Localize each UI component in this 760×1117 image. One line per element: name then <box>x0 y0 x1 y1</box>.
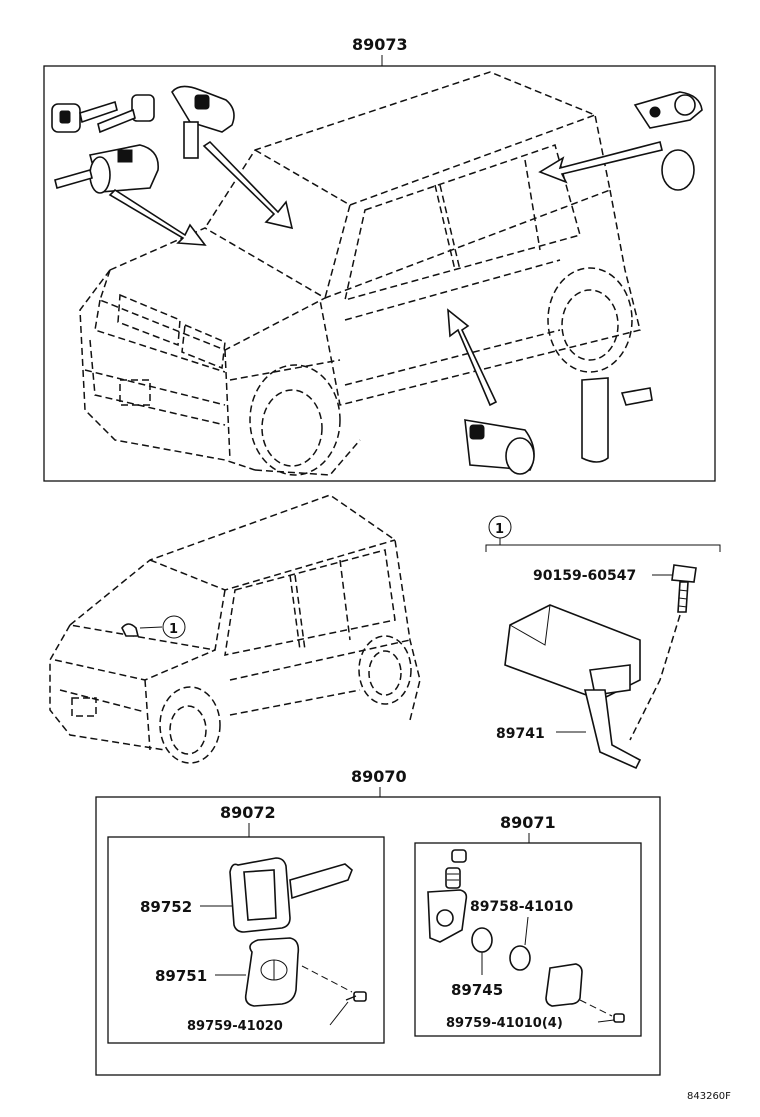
label-cyl-part[interactable]: 89758-41010 <box>470 899 573 915</box>
label-89070[interactable]: 89070 <box>351 767 407 786</box>
ref-marker-ecu-label: 1 <box>495 522 504 537</box>
frame-89071 <box>414 842 642 1037</box>
lock-cylinder-icon <box>427 849 468 943</box>
o-ring-icon <box>509 945 531 971</box>
frame-89073 <box>43 65 716 482</box>
tag-items-icon <box>581 377 653 463</box>
vehicle-middle-illustration <box>49 494 421 764</box>
figure-code: 843260F <box>687 1091 731 1102</box>
ref-marker-vehicle-label: 1 <box>169 622 178 637</box>
key-blank-icon <box>229 857 353 933</box>
label-ecu[interactable]: 89741 <box>496 726 545 742</box>
key-plate-icon <box>244 937 300 1007</box>
frame-89070 <box>95 796 661 1076</box>
label-key-plate[interactable]: 89751 <box>155 967 207 985</box>
label-bolt[interactable]: 90159-60547 <box>533 568 636 584</box>
door-lock-cylinder-icon <box>633 91 703 191</box>
label-key-blank[interactable]: 89752 <box>140 898 192 916</box>
front-door-cylinder-icon <box>464 419 535 475</box>
ecu-module-icon <box>504 604 642 770</box>
bolt-icon <box>671 564 697 613</box>
cover-plate-icon <box>545 963 625 1023</box>
ignition-cylinder-icon <box>54 144 159 194</box>
ref-marker-vehicle <box>162 615 186 639</box>
pointer-arrows <box>108 140 663 407</box>
ignition-switch-icon <box>171 85 235 159</box>
frame-89072 <box>107 836 385 1044</box>
label-89071[interactable]: 89071 <box>500 813 556 832</box>
cap-icon <box>471 927 493 953</box>
vehicle-top-illustration <box>79 71 641 476</box>
label-cap[interactable]: 89745 <box>451 981 503 999</box>
screw-key-icon <box>301 965 367 1002</box>
key-set-icon <box>51 94 155 134</box>
label-screw-cyl[interactable]: 89759-41010(4) <box>446 1016 563 1031</box>
label-screw-key[interactable]: 89759-41020 <box>187 1019 283 1034</box>
label-89073[interactable]: 89073 <box>352 35 408 54</box>
label-89072[interactable]: 89072 <box>220 803 276 822</box>
